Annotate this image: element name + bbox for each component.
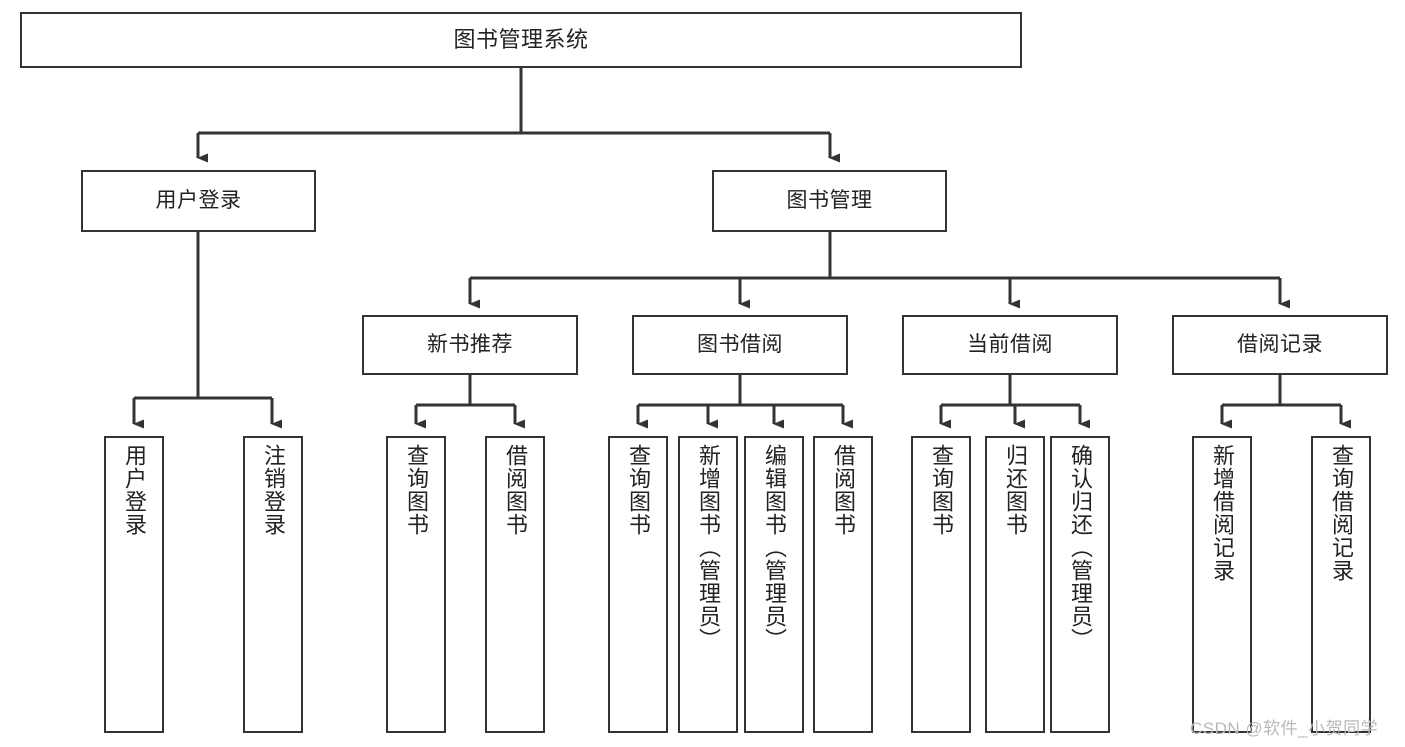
csdn-watermark: CSDN @软件_小贺同学 bbox=[1190, 719, 1379, 738]
leaf-borrow-book-label: 借阅图书 bbox=[831, 444, 856, 536]
leaf-query-book-current-label: 查询图书 bbox=[929, 444, 954, 536]
leaf-edit-book-admin-label: 编辑图书（管理员） bbox=[762, 444, 787, 651]
leaf-logout-label: 注销登录 bbox=[261, 444, 286, 536]
leaf-add-borrow-record[interactable]: 新增借阅记录 bbox=[1192, 436, 1252, 733]
node-root[interactable]: 图书管理系统 bbox=[20, 12, 1022, 68]
node-new-book-recommend-label: 新书推荐 bbox=[427, 332, 513, 356]
node-book-borrow[interactable]: 图书借阅 bbox=[632, 315, 848, 375]
node-new-book-recommend[interactable]: 新书推荐 bbox=[362, 315, 578, 375]
node-book-management-label: 图书管理 bbox=[786, 188, 873, 212]
node-user-login[interactable]: 用户登录 bbox=[81, 170, 316, 232]
node-book-management[interactable]: 图书管理 bbox=[712, 170, 947, 232]
leaf-user-login-label: 用户登录 bbox=[122, 444, 147, 536]
leaf-query-book-recommend[interactable]: 查询图书 bbox=[386, 436, 446, 733]
leaf-user-login[interactable]: 用户登录 bbox=[104, 436, 164, 733]
leaf-query-book-recommend-label: 查询图书 bbox=[404, 444, 429, 536]
node-borrow-record[interactable]: 借阅记录 bbox=[1172, 315, 1388, 375]
node-borrow-record-label: 借阅记录 bbox=[1237, 332, 1323, 356]
leaf-add-book-admin[interactable]: 新增图书（管理员） bbox=[678, 436, 738, 733]
leaf-borrow-book-recommend[interactable]: 借阅图书 bbox=[485, 436, 545, 733]
leaf-confirm-return-admin[interactable]: 确认归还（管理员） bbox=[1050, 436, 1110, 733]
leaf-borrow-book[interactable]: 借阅图书 bbox=[813, 436, 873, 733]
node-current-borrow[interactable]: 当前借阅 bbox=[902, 315, 1118, 375]
leaf-edit-book-admin[interactable]: 编辑图书（管理员） bbox=[744, 436, 804, 733]
node-root-label: 图书管理系统 bbox=[453, 27, 589, 53]
leaf-query-book-borrow-label: 查询图书 bbox=[626, 444, 651, 536]
node-book-borrow-label: 图书借阅 bbox=[697, 332, 783, 356]
leaf-query-book-borrow[interactable]: 查询图书 bbox=[608, 436, 668, 733]
leaf-return-book-label: 归还图书 bbox=[1003, 444, 1028, 536]
leaf-add-borrow-record-label: 新增借阅记录 bbox=[1210, 444, 1235, 582]
leaf-return-book[interactable]: 归还图书 bbox=[985, 436, 1045, 733]
leaf-query-book-current[interactable]: 查询图书 bbox=[911, 436, 971, 733]
leaf-confirm-return-admin-label: 确认归还（管理员） bbox=[1068, 444, 1093, 651]
leaf-query-borrow-record[interactable]: 查询借阅记录 bbox=[1311, 436, 1371, 733]
leaf-add-book-admin-label: 新增图书（管理员） bbox=[696, 444, 721, 651]
node-current-borrow-label: 当前借阅 bbox=[967, 332, 1053, 356]
node-user-login-label: 用户登录 bbox=[155, 188, 242, 212]
leaf-logout[interactable]: 注销登录 bbox=[243, 436, 303, 733]
leaf-query-borrow-record-label: 查询借阅记录 bbox=[1329, 444, 1354, 582]
leaf-borrow-book-recommend-label: 借阅图书 bbox=[503, 444, 528, 536]
